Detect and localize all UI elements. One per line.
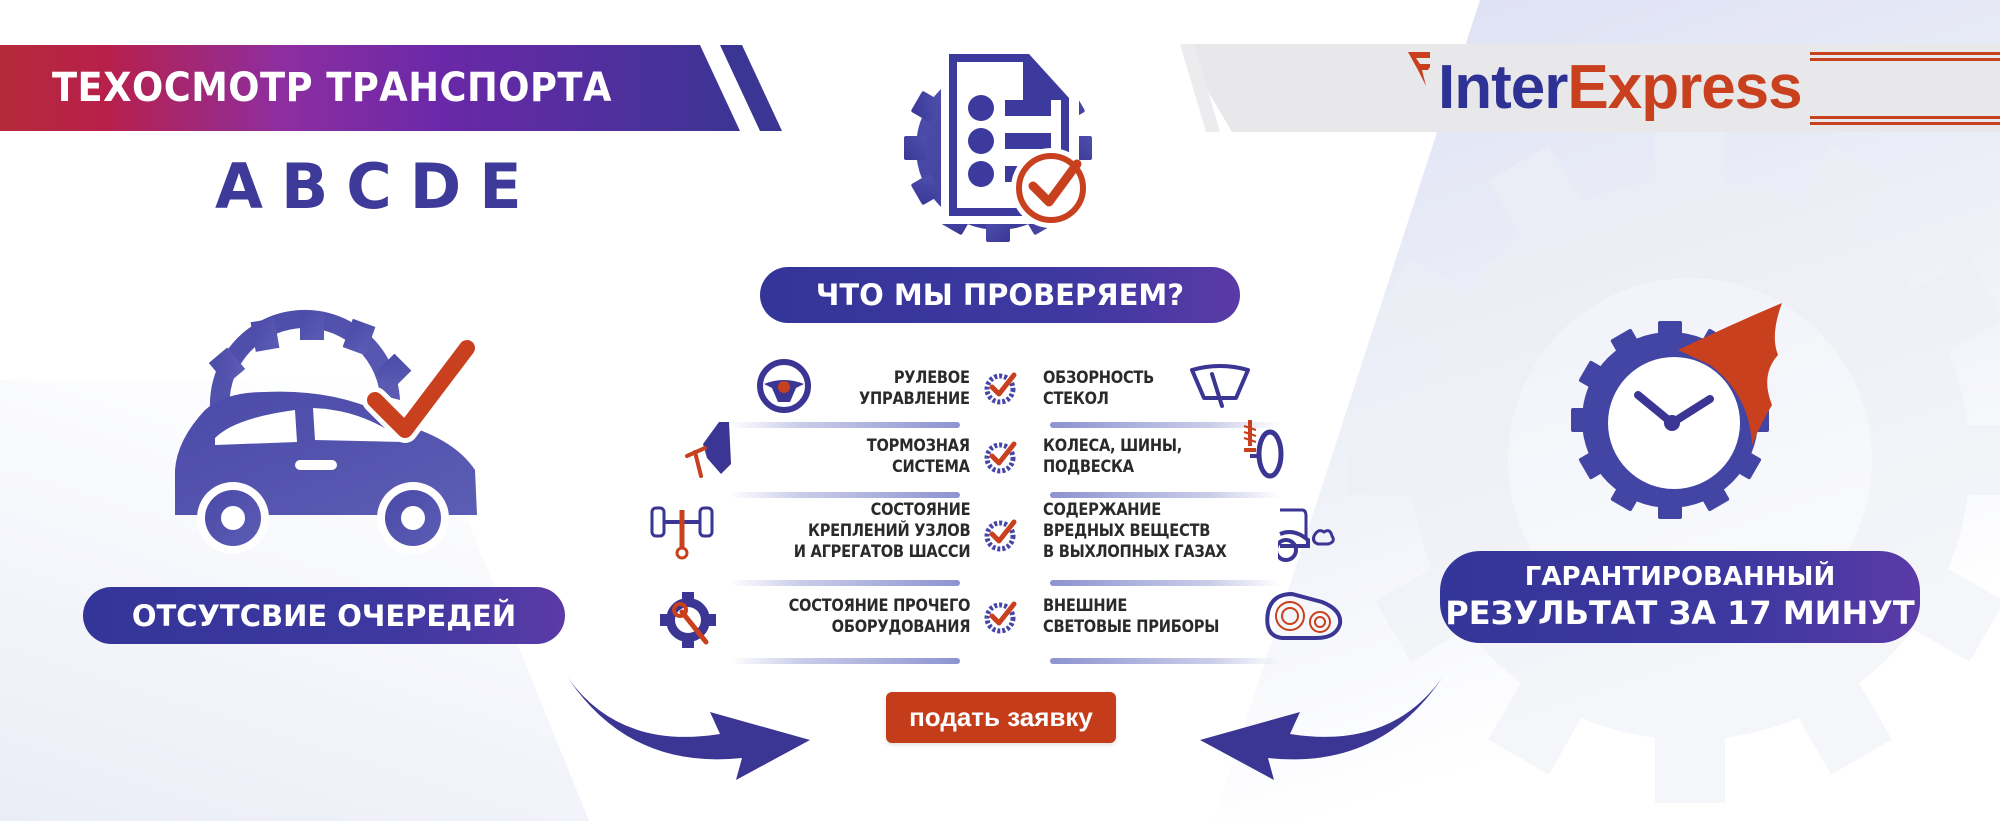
divider — [730, 492, 960, 498]
service-label-chassis: СОСТОЯНИЕ КРЕПЛЕНИЙ УЗЛОВ И АГРЕГАТОВ ША… — [793, 500, 970, 562]
divider — [730, 658, 960, 664]
chassis-axle-icon — [650, 506, 714, 560]
checklist-gear-icon — [904, 46, 1092, 242]
divider — [730, 580, 960, 586]
service-label-steering: РУЛЕВОЕ УПРАВЛЕНИЕ — [859, 368, 970, 409]
service-row: ТОРМОЗНАЯ СИСТЕМА КОЛЕСА, ШИНЫ, ПОДВЕСКА — [640, 420, 1360, 498]
check-gear-icon — [984, 519, 1017, 552]
divider — [1050, 580, 1280, 586]
exhaust-icon — [1278, 508, 1335, 562]
fast-clock-gear-icon — [1571, 303, 1782, 519]
windshield-wiper-icon — [1190, 364, 1250, 408]
service-label-emissions: СОДЕРЖАНИЕ ВРЕДНЫХ ВЕЩЕСТВ В ВЫХЛОПНЫХ Г… — [1043, 500, 1227, 562]
services-heading: ЧТО МЫ ПРОВЕРЯЕМ? — [760, 267, 1240, 323]
page-title: ТЕХОСМОТР ТРАНСПОРТА — [52, 65, 612, 111]
service-label-brakes: ТОРМОЗНАЯ СИСТЕМА — [867, 436, 970, 477]
brake-pedal-icon — [685, 422, 731, 478]
logo-wing-icon — [1408, 52, 1434, 86]
submit-application-button[interactable]: подать заявку — [886, 692, 1116, 743]
tire-suspension-icon — [1243, 420, 1284, 479]
divider — [730, 422, 960, 428]
service-row: СОСТОЯНИЕ ПРОЧЕГО ОБОРУДОВАНИЯ ВНЕШНИЕ С… — [640, 588, 1360, 664]
divider — [1050, 658, 1280, 664]
gear-wrench-icon — [660, 592, 716, 648]
brand-logo[interactable]: InterExpress — [1430, 50, 1810, 126]
check-gear-icon — [984, 441, 1017, 474]
check-gear-icon — [984, 601, 1017, 634]
service-label-windows: ОБЗОРНОСТЬ СТЕКОЛ — [1043, 368, 1155, 409]
vehicle-categories: ABCDE — [215, 150, 540, 223]
feature-no-queues: ОТСУТСВИЕ ОЧЕРЕДЕЙ — [83, 587, 565, 644]
service-row: РУЛЕВОЕ УПРАВЛЕНИЕ ОБЗОРНОСТЬ СТЕКОЛ — [640, 350, 1360, 428]
service-row: СОСТОЯНИЕ КРЕПЛЕНИЙ УЗЛОВ И АГРЕГАТОВ ША… — [640, 492, 1360, 586]
title-ribbon: ТЕХОСМОТР ТРАНСПОРТА — [0, 45, 740, 131]
steering-wheel-icon — [757, 359, 811, 413]
service-label-lights: ВНЕШНИЕ СВЕТОВЫЕ ПРИБОРЫ — [1043, 596, 1220, 637]
arrow-right-icon — [568, 678, 810, 780]
check-gear-icon — [984, 372, 1017, 405]
feature-guaranteed-result: ГАРАНТИРОВАННЫЙ РЕЗУЛЬТАТ ЗА 17 МИНУТ — [1440, 551, 1920, 643]
services-list: РУЛЕВОЕ УПРАВЛЕНИЕ ОБЗОРНОСТЬ СТЕКОЛ ТОР… — [640, 350, 1360, 670]
service-label-equipment: СОСТОЯНИЕ ПРОЧЕГО ОБОРУДОВАНИЯ — [788, 596, 970, 637]
car-gear-check-icon — [175, 309, 480, 554]
service-label-wheels: КОЛЕСА, ШИНЫ, ПОДВЕСКА — [1043, 436, 1183, 477]
headlight-icon — [1265, 591, 1343, 640]
arrow-left-icon — [1200, 678, 1442, 780]
